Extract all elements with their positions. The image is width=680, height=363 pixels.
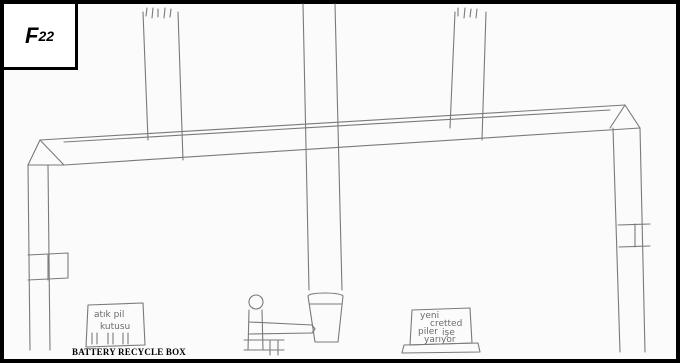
figure-label-letter: F [25,23,38,49]
left-wall [28,165,68,350]
right-top-pipe [450,8,486,140]
right-wall [613,128,650,352]
battery-box-caption: BATTERY RECYCLE BOX [72,347,186,357]
sign-board [402,308,480,353]
battery-box-label-line2: kutusu [100,322,130,332]
stick-person [244,295,315,355]
collector-bin [308,293,343,342]
roof-beam [28,105,640,165]
figure-label-subscript: 22 [38,28,54,44]
sign-text-line5: yarıyor [424,335,456,345]
battery-box-label-line1: atık pil [94,310,124,320]
